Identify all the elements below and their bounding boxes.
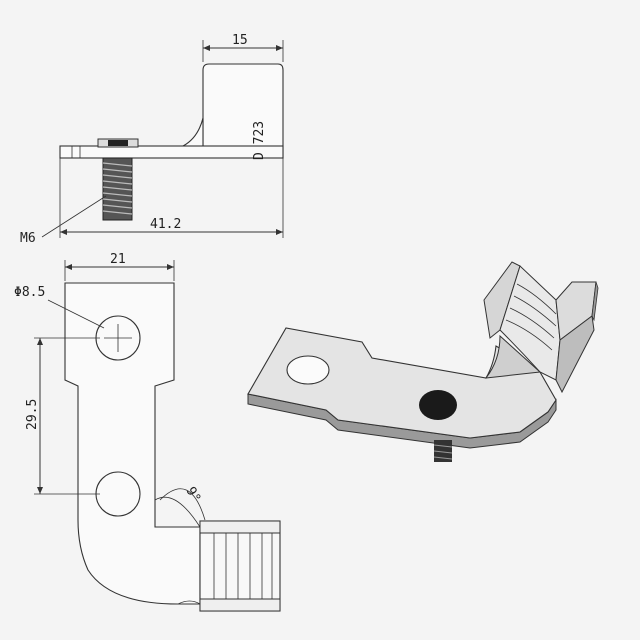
dim-width-top: 15 <box>232 33 248 48</box>
thread-lines <box>102 162 133 215</box>
isometric-view <box>247 261 599 462</box>
dim-width-plate: 21 <box>110 252 126 267</box>
clamp-body <box>199 520 281 612</box>
dim-thread: M6 <box>20 231 36 246</box>
iso-clamp-ribs <box>505 283 557 351</box>
dim-hole-spacing: 29.5 <box>25 399 40 430</box>
iso-plate-top <box>247 327 557 439</box>
dim-height: D 723 <box>252 121 267 160</box>
top-hole-lower <box>95 471 141 517</box>
clamp-ribs <box>213 533 273 599</box>
side-view-tab <box>202 63 284 159</box>
dim-length: 41.2 <box>150 217 181 232</box>
side-view-nut-insert <box>108 140 128 146</box>
side-view-base <box>59 145 284 159</box>
dim-hole-dia: Φ8.5 <box>14 285 45 300</box>
top-view: 21 Φ8.5 29.5 9° <box>14 252 281 612</box>
iso-rubber-plug <box>419 390 457 420</box>
iso-bend <box>484 334 542 379</box>
bend-arc <box>154 496 201 528</box>
side-view: 15 41.2 M6 D 723 <box>20 33 284 246</box>
iso-hole <box>286 355 330 385</box>
